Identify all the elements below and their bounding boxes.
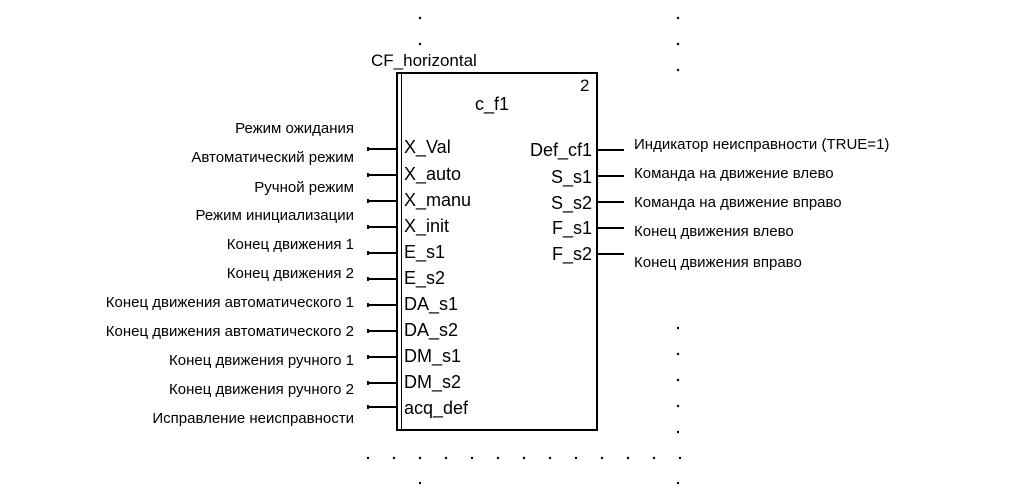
grid-dot bbox=[676, 68, 680, 72]
output-pin-f-s2[interactable]: F_s2 bbox=[551, 244, 592, 264]
output-pin-f-s1[interactable]: F_s1 bbox=[551, 218, 592, 238]
block-type-name: CF_horizontal bbox=[371, 51, 477, 70]
output-pin-s-s1[interactable]: S_s1 bbox=[550, 167, 592, 187]
grid-dot bbox=[418, 456, 422, 460]
input-pin-x-val[interactable]: X_Val bbox=[404, 137, 451, 157]
input-pin-x-auto[interactable]: X_auto bbox=[404, 164, 462, 184]
input-pin-dm-s2[interactable]: DM_s2 bbox=[404, 372, 462, 392]
input-pin-e-s1[interactable]: E_s1 bbox=[404, 242, 446, 262]
input-label-end-auto-2: Конец движения автоматического 2 bbox=[105, 323, 354, 340]
grid-dot bbox=[652, 456, 656, 460]
grid-dot bbox=[676, 326, 680, 330]
grid-dot bbox=[676, 16, 680, 20]
input-pin-x-init[interactable]: X_init bbox=[404, 216, 450, 236]
input-label-end-manual-1: Конец движения ручного 1 bbox=[168, 352, 354, 369]
output-label-end-left: Конец движения влево bbox=[634, 223, 794, 240]
output-label-fault-indicator: Индикатор неисправности (TRUE=1) bbox=[634, 136, 890, 153]
output-label-move-right: Команда на движение вправо bbox=[634, 194, 842, 211]
input-label-manual-mode: Ручной режим bbox=[254, 179, 354, 196]
output-label-end-right: Конец движения вправо bbox=[634, 254, 802, 271]
grid-dot bbox=[470, 456, 474, 460]
input-label-auto-mode: Автоматический режим bbox=[191, 149, 354, 166]
grid-dot bbox=[418, 481, 422, 485]
input-label-end-manual-2: Конец движения ручного 2 bbox=[168, 381, 354, 398]
grid-dot bbox=[418, 16, 422, 20]
block-inner-edge bbox=[401, 74, 402, 429]
grid-dot bbox=[676, 481, 680, 485]
input-label-fault-fix: Исправление неисправности bbox=[152, 410, 354, 427]
input-label-standby: Режим ожидания bbox=[235, 120, 354, 137]
input-pin-da-s2[interactable]: DA_s2 bbox=[404, 320, 459, 340]
input-label-end-1: Конец движения 1 bbox=[226, 236, 354, 253]
grid-dot bbox=[676, 42, 680, 46]
input-pin-da-s1[interactable]: DA_s1 bbox=[404, 294, 459, 314]
grid-dot bbox=[676, 404, 680, 408]
grid-dot bbox=[676, 378, 680, 382]
grid-dot bbox=[600, 456, 604, 460]
block-index: 2 bbox=[580, 76, 590, 95]
input-pin-e-s2[interactable]: E_s2 bbox=[404, 268, 446, 288]
output-pin-def-cf1[interactable]: Def_cf1 bbox=[529, 140, 592, 160]
grid-dot bbox=[676, 430, 680, 434]
input-pin-dm-s1[interactable]: DM_s1 bbox=[404, 346, 462, 366]
grid-dots bbox=[366, 16, 682, 485]
grid-dot bbox=[676, 352, 680, 356]
grid-dot bbox=[678, 456, 682, 460]
grid-dot bbox=[522, 456, 526, 460]
grid-dot bbox=[626, 456, 630, 460]
input-label-end-2: Конец движения 2 bbox=[226, 265, 354, 282]
output-pin-s-s2[interactable]: S_s2 bbox=[550, 193, 592, 213]
input-label-end-auto-1: Конец движения автоматического 1 bbox=[105, 294, 354, 311]
grid-dot bbox=[548, 456, 552, 460]
input-pin-acq-def[interactable]: acq_def bbox=[404, 398, 469, 418]
grid-dot bbox=[418, 42, 422, 46]
grid-dot bbox=[496, 456, 500, 460]
grid-dot bbox=[444, 456, 448, 460]
block-instance-name: c_f1 bbox=[475, 94, 510, 114]
input-label-init-mode: Режим инициализации bbox=[195, 207, 354, 224]
grid-dot bbox=[366, 456, 370, 460]
grid-dot bbox=[392, 456, 396, 460]
grid-dot bbox=[574, 456, 578, 460]
function-block[interactable] bbox=[396, 72, 598, 431]
input-pin-x-manu[interactable]: X_manu bbox=[404, 190, 472, 210]
output-label-move-left: Команда на движение влево bbox=[634, 165, 834, 182]
connection-wires bbox=[367, 147, 624, 409]
